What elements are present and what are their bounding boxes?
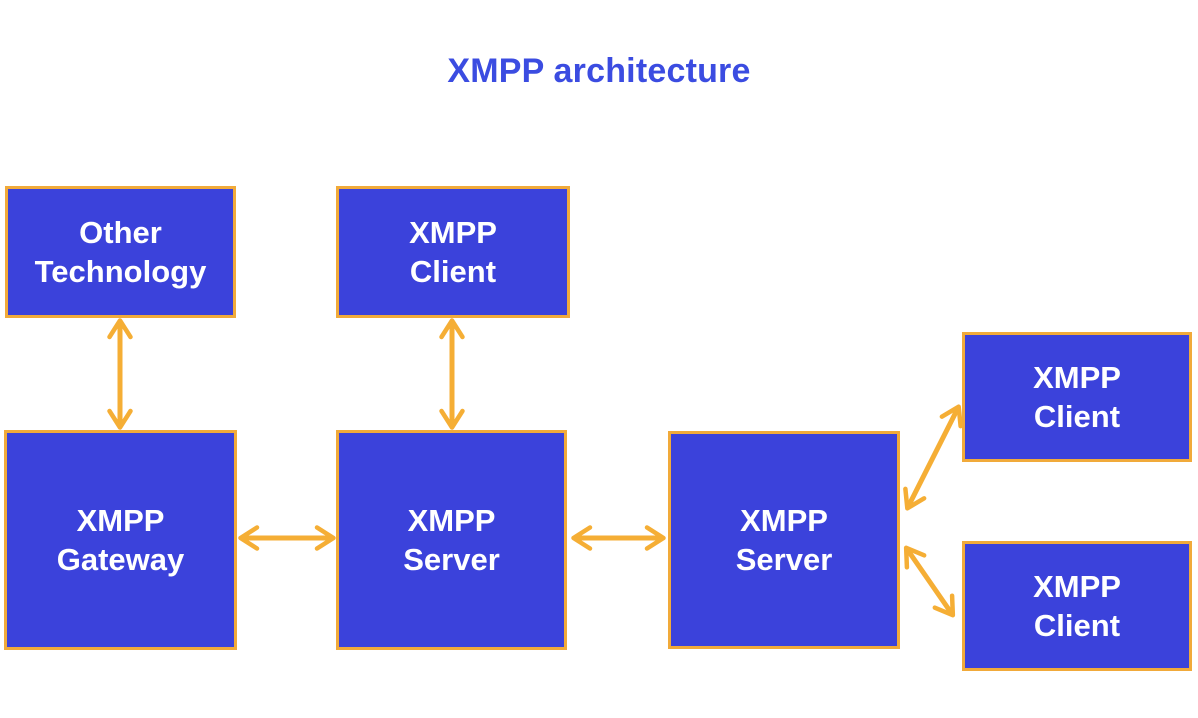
- node-xmpp-server-left: XMPP Server: [336, 430, 567, 650]
- page-title: XMPP architecture: [447, 52, 751, 90]
- node-label: XMPP Client: [1033, 358, 1121, 436]
- node-label: XMPP Client: [409, 213, 497, 291]
- node-xmpp-client-top: XMPP Client: [336, 186, 570, 318]
- node-label-line1: XMPP: [1033, 360, 1121, 395]
- node-label-line2: Technology: [34, 254, 207, 289]
- node-label: Other Technology: [35, 213, 207, 291]
- node-xmpp-server-right: XMPP Server: [668, 431, 900, 649]
- node-xmpp-client-right-top: XMPP Client: [962, 332, 1192, 462]
- node-label-line1: XMPP: [740, 503, 828, 538]
- node-label-line1: XMPP: [76, 503, 165, 538]
- arrow-client-server-icon: [439, 318, 465, 430]
- node-label-line2: Client: [409, 254, 497, 289]
- arrow-server-client-top-icon: [903, 404, 963, 511]
- node-label-line2: Client: [1033, 399, 1121, 434]
- node-label-line2: Gateway: [56, 542, 185, 577]
- node-label: XMPP Server: [736, 501, 833, 579]
- arrow-gateway-server-icon: [238, 525, 336, 551]
- node-label-line1: XMPP: [1033, 569, 1121, 604]
- node-label-line2: Server: [403, 542, 500, 577]
- node-label-line1: Other: [79, 215, 162, 250]
- node-other-technology: Other Technology: [5, 186, 236, 318]
- node-label: XMPP Server: [403, 501, 500, 579]
- arrow-server-server-icon: [571, 525, 666, 551]
- node-label: XMPP Gateway: [57, 501, 185, 579]
- node-label-line2: Client: [1033, 608, 1121, 643]
- node-label-line1: XMPP: [407, 503, 496, 538]
- arrow-other-gateway-icon: [107, 318, 133, 430]
- node-label-line1: XMPP: [409, 215, 497, 250]
- node-xmpp-gateway: XMPP Gateway: [4, 430, 237, 650]
- node-xmpp-client-right-bottom: XMPP Client: [962, 541, 1192, 671]
- arrow-server-client-bottom-icon: [903, 545, 956, 618]
- node-label: XMPP Client: [1033, 567, 1121, 645]
- node-label-line2: Server: [735, 542, 833, 577]
